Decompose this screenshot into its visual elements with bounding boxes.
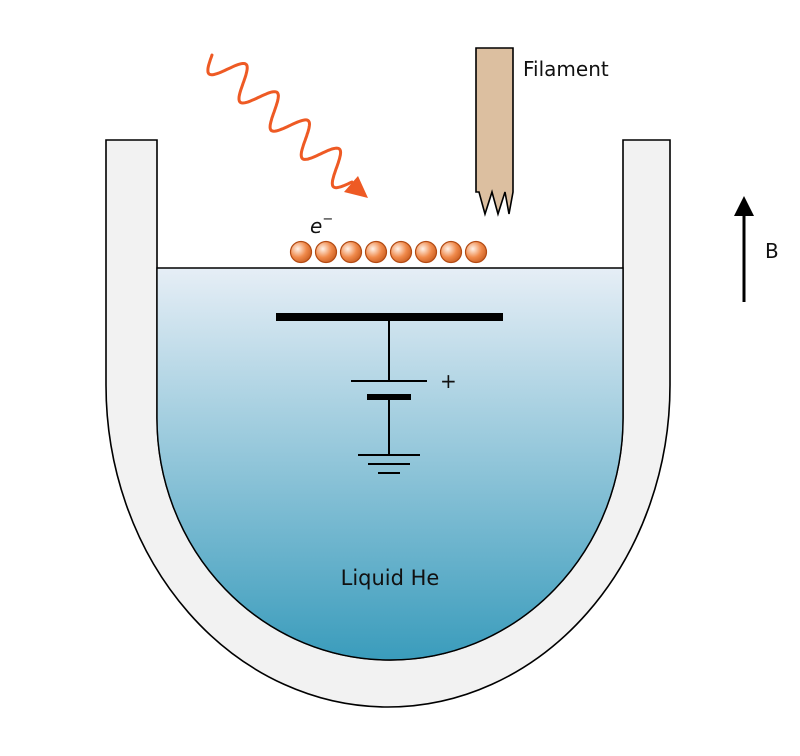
magnetic-field-arrow xyxy=(734,196,754,302)
filament-rod xyxy=(475,47,514,217)
electron xyxy=(314,240,338,264)
electron xyxy=(389,240,413,264)
liquid-he-label: Liquid He xyxy=(341,566,440,590)
electron xyxy=(339,240,363,264)
battery-short-plate xyxy=(367,394,411,400)
electron xyxy=(439,240,463,264)
electrode-plate xyxy=(276,313,503,321)
electron-row xyxy=(289,240,488,264)
electron xyxy=(414,240,438,264)
photon-arrow xyxy=(206,53,368,198)
field-label: B xyxy=(765,239,779,263)
photon-wave xyxy=(206,53,354,190)
electron-label: e− xyxy=(310,212,333,238)
electron xyxy=(464,240,488,264)
electron xyxy=(289,240,313,264)
filament xyxy=(475,47,514,217)
filament-label: Filament xyxy=(523,57,609,81)
circuit xyxy=(276,313,503,474)
electron xyxy=(364,240,388,264)
plus-label: + xyxy=(440,369,457,393)
photon-arrowhead xyxy=(344,176,368,198)
